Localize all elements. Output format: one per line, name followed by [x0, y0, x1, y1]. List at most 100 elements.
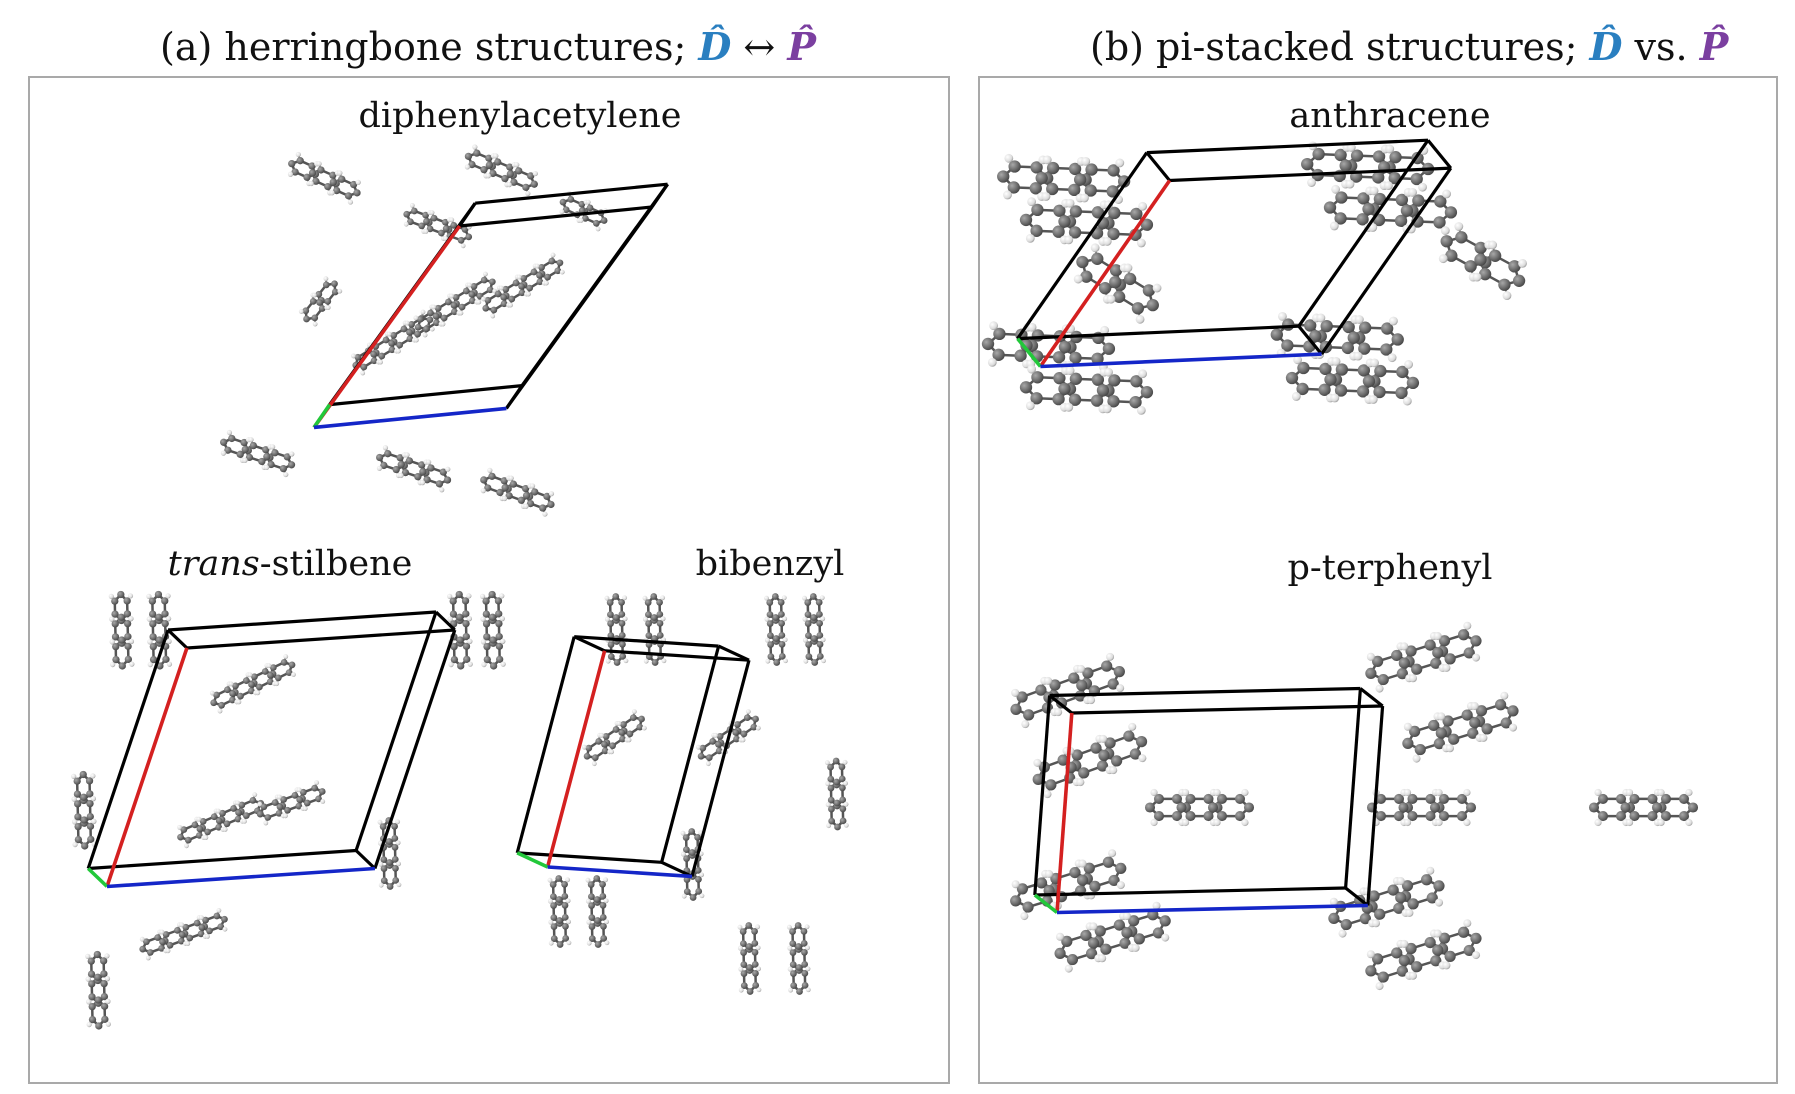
- hydrogen-atom: [422, 332, 428, 338]
- carbon-atom: [1324, 373, 1337, 386]
- hydrogen-atom: [1025, 233, 1035, 243]
- carbon-atom: [1113, 919, 1125, 931]
- hydrogen-atom: [85, 976, 91, 982]
- carbon-atom: [1469, 717, 1481, 729]
- carbon-atom: [1615, 793, 1627, 804]
- carbon-atom: [689, 894, 697, 901]
- hydrogen-atom: [1078, 859, 1087, 868]
- carbon-atom: [382, 336, 390, 344]
- carbon-atom: [1084, 184, 1097, 197]
- carbon-atom: [197, 930, 205, 938]
- hydrogen-atom: [404, 452, 410, 458]
- carbon-atom: [522, 491, 531, 500]
- carbon-atom: [517, 496, 525, 504]
- molecule: [220, 429, 296, 478]
- carbon-atom: [1023, 709, 1035, 721]
- carbon-atom: [1270, 328, 1283, 341]
- carbon-atom: [161, 619, 169, 628]
- hydrogen-atom: [129, 661, 135, 667]
- carbon-atom: [1069, 867, 1081, 879]
- carbon-atom: [1008, 160, 1021, 173]
- hydrogen-atom: [274, 681, 280, 687]
- molecule: [480, 467, 555, 517]
- carbon-atom: [771, 593, 779, 600]
- carbon-atom: [329, 178, 337, 186]
- carbon-atom: [828, 805, 835, 813]
- molecule: [547, 875, 572, 948]
- cell-edge: [505, 384, 524, 410]
- carbon-atom: [688, 828, 696, 835]
- carbon-atom: [1108, 206, 1121, 220]
- molecule: [413, 271, 498, 338]
- carbon-atom: [195, 832, 203, 839]
- carbon-atom: [232, 682, 239, 690]
- carbon-atom: [1140, 385, 1154, 399]
- carbon-atom: [1082, 667, 1094, 679]
- carbon-atom: [494, 290, 502, 298]
- carbon-atom: [1069, 372, 1083, 385]
- carbon-atom: [1080, 929, 1092, 942]
- carbon-atom: [1098, 749, 1110, 761]
- hydrogen-atom: [1405, 908, 1414, 917]
- carbon-atom: [538, 263, 545, 271]
- carbon-atom: [506, 170, 514, 178]
- hydrogen-atom: [165, 948, 171, 954]
- carbon-atom: [73, 777, 81, 785]
- carbon-atom: [1458, 926, 1470, 938]
- carbon-atom: [522, 183, 530, 191]
- carbon-atom: [388, 346, 396, 354]
- carbon-atom: [1368, 890, 1380, 902]
- carbon-atom: [238, 801, 246, 809]
- carbon-atom: [1380, 343, 1393, 356]
- hydrogen-atom: [1003, 190, 1012, 200]
- carbon-atom: [1430, 657, 1442, 669]
- carbon-atom: [1372, 150, 1386, 163]
- carbon-atom: [391, 844, 399, 851]
- label-bibenzyl: bibenzyl: [695, 544, 845, 584]
- hydrogen-atom: [458, 310, 464, 316]
- hydrogen-atom: [642, 595, 648, 601]
- carbon-atom: [1049, 679, 1061, 691]
- hydrogen-atom: [105, 1021, 111, 1027]
- carbon-atom: [767, 632, 774, 639]
- bond-group: [987, 325, 1110, 368]
- hydrogen-atom: [1020, 912, 1029, 921]
- carbon-atom: [213, 691, 220, 699]
- hydrogen-atom: [1594, 818, 1602, 827]
- carbon-atom: [1078, 767, 1090, 779]
- hydrogen-atom: [641, 725, 647, 731]
- carbon-atom: [139, 945, 147, 953]
- hydrogen-atom: [1115, 158, 1125, 168]
- carbon-atom: [588, 935, 596, 942]
- hydrogen-atom: [1081, 156, 1091, 166]
- carbon-atom: [123, 610, 132, 618]
- hydrogen-atom: [316, 161, 322, 167]
- carbon-atom: [182, 923, 190, 931]
- carbon-atom: [483, 642, 491, 651]
- cell-edge: [604, 649, 750, 662]
- carbon-atom: [263, 452, 271, 461]
- hydrogen-atom: [464, 164, 470, 170]
- carbon-atom: [1445, 249, 1458, 262]
- carbon-atom: [223, 820, 231, 828]
- carbon-atom: [463, 655, 471, 663]
- hydrogen-atom: [329, 190, 335, 196]
- carbon-atom: [1035, 171, 1048, 185]
- hydrogen-atom: [1338, 929, 1347, 938]
- carbon-atom: [1102, 856, 1115, 868]
- carbon-atom: [772, 614, 780, 621]
- carbon-atom: [155, 613, 163, 621]
- carbon-atom: [1334, 212, 1347, 225]
- carbon-atom: [1016, 691, 1028, 703]
- hydrogen-atom: [1472, 951, 1481, 960]
- carbon-atom: [1647, 811, 1658, 822]
- cell-edge: [475, 182, 668, 205]
- carbon-atom: [645, 620, 652, 627]
- carbon-atom: [745, 922, 753, 929]
- carbon-atom: [215, 817, 223, 825]
- carbon-atom: [1414, 743, 1426, 756]
- hydrogen-atom: [1442, 189, 1452, 199]
- hydrogen-atom: [695, 744, 701, 750]
- hydrogen-atom: [295, 151, 301, 158]
- carbon-atom: [338, 175, 346, 183]
